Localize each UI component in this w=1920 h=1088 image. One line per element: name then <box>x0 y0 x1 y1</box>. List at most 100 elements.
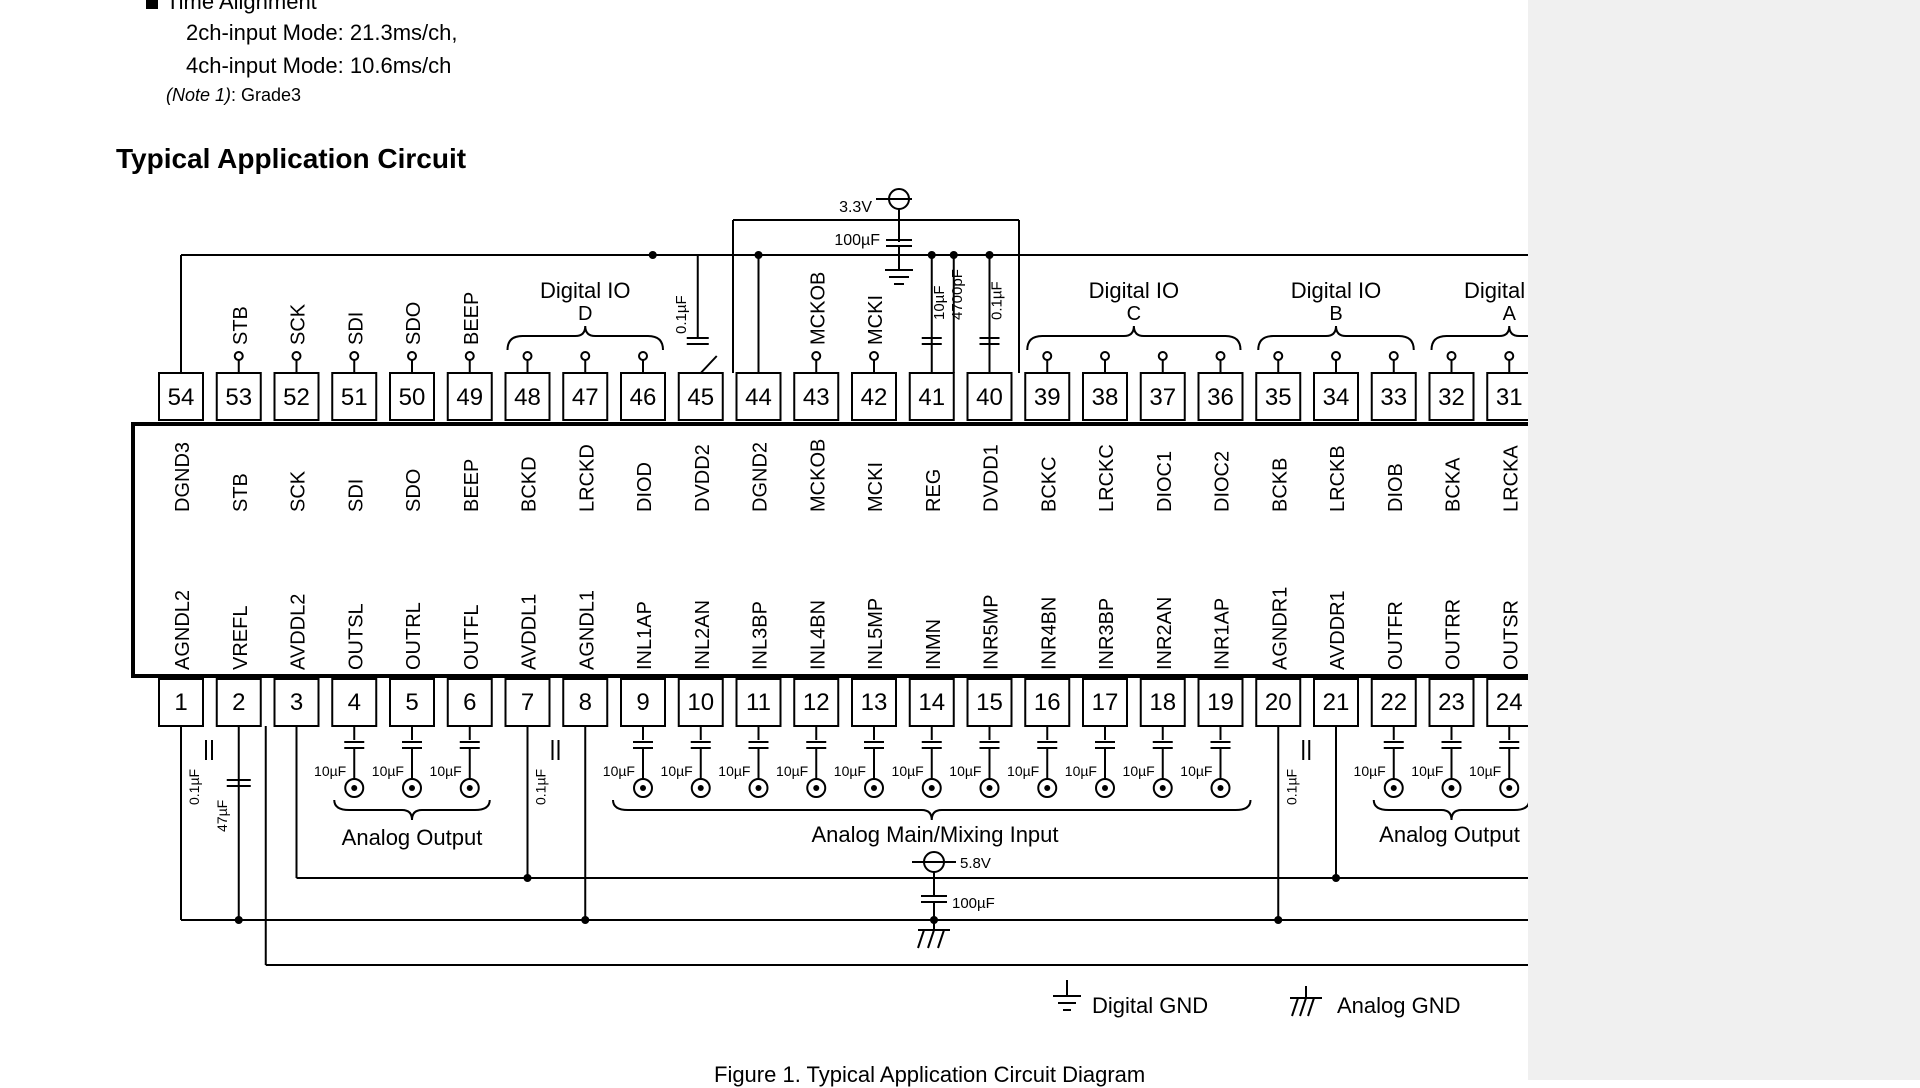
top-pin-number: 40 <box>976 384 1003 411</box>
signal-terminal <box>1331 351 1341 361</box>
top-pin-name: LRCKC <box>1096 444 1118 512</box>
section-title: Time Alignment <box>166 0 317 14</box>
cap-47uF-left-label: 47µF <box>214 800 230 832</box>
analog-input-brace <box>612 799 1252 821</box>
bottom-pin-number: 24 <box>1496 689 1523 716</box>
group-brace <box>1257 325 1415 351</box>
bottom-pin-name: OUTFL <box>461 604 483 670</box>
top-pin-box <box>1486 372 1528 421</box>
digital-io-title: Digital IO <box>1464 278 1528 303</box>
junction-dot <box>1274 916 1283 924</box>
top-pin-number: 49 <box>456 384 483 411</box>
top-pin-name: LRCKA <box>1500 445 1522 512</box>
group-brace <box>1026 325 1242 351</box>
pin-external-label: SDO <box>403 302 425 345</box>
cap-10uF-label: 10µF <box>949 763 981 779</box>
top-pin-number: 42 <box>861 384 888 411</box>
legend-analog-icon <box>1307 997 1315 1017</box>
bottom-pin-name: INL4BN <box>807 600 829 670</box>
signal-terminal <box>464 351 475 361</box>
bottom-pin-name: AVDDL1 <box>519 594 541 670</box>
bottom-pin-box <box>562 678 609 727</box>
jack-center <box>409 785 415 791</box>
junction-dot <box>234 916 243 924</box>
junction-dot <box>581 916 590 924</box>
top-pin-number: 35 <box>1265 384 1292 411</box>
cap-10uF-label: 10µF <box>661 763 693 779</box>
top-pin-box <box>1139 372 1186 421</box>
analog-ground-symbol <box>917 929 925 949</box>
bottom-pin-name: AGNDL2 <box>172 590 194 670</box>
top-pin-name: DGND2 <box>750 442 772 512</box>
top-pin-number: 52 <box>283 384 310 411</box>
signal-terminal <box>869 351 879 361</box>
top-pin-box <box>1370 372 1417 421</box>
top-pin-name: LRCKD <box>576 444 598 512</box>
top-pin-name: BCKA <box>1443 457 1465 512</box>
bottom-pin-name: OUTRL <box>403 602 425 670</box>
cap-10uF-label: 10µF <box>314 763 346 779</box>
bottom-pin-number: 3 <box>290 689 303 716</box>
legend-analog-icon <box>1299 997 1307 1017</box>
pin-external-label: MCKI <box>865 295 887 345</box>
signal-terminal <box>1157 351 1168 361</box>
top-pin-box <box>1197 372 1244 421</box>
bottom-pin-box <box>215 678 262 727</box>
cap-10uF-label: 10µF <box>372 763 404 779</box>
signal-terminal <box>1388 351 1399 361</box>
bottom-pin-number: 7 <box>521 689 534 716</box>
bottom-pin-name: INL5MP <box>865 598 887 670</box>
top-pin-number: 51 <box>341 384 368 411</box>
top-pin-name: REG <box>923 469 945 512</box>
top-pin-number: 43 <box>803 384 830 411</box>
pin45-wire <box>700 355 718 374</box>
jack-center <box>813 785 820 791</box>
analog-output-left-label: Analog Output <box>342 825 483 850</box>
jack-center <box>1448 785 1455 791</box>
top-pin-box <box>851 372 897 421</box>
analog-ground-symbol <box>937 929 945 949</box>
signal-terminal <box>1100 351 1110 361</box>
bottom-pin-box <box>793 678 840 727</box>
signal-terminal <box>1215 351 1226 361</box>
group-brace <box>1430 325 1528 351</box>
bottom-pin-name: OUTSR <box>1500 600 1522 670</box>
digital-io-title: Digital IO <box>1089 278 1179 303</box>
bottom-pin-name: INR1AP <box>1212 598 1234 670</box>
junction-dot <box>949 251 958 259</box>
top-pin-number: 39 <box>1034 384 1061 411</box>
bottom-pin-name: OUTRR <box>1443 599 1465 670</box>
bottom-pin-number: 4 <box>348 689 361 716</box>
bottom-pin-name: INR5MP <box>981 594 1003 670</box>
top-pin-box <box>273 372 320 421</box>
top-pin-number: 48 <box>514 384 541 411</box>
pin-external-label: STB <box>230 306 252 345</box>
analog-output-right-brace <box>1372 799 1528 821</box>
figure-caption: Figure 1. Typical Application Circuit Di… <box>714 1062 1146 1087</box>
application-circuit-diagram: 54DGND353STBSTB52SCKSCK51SDISDI50SDOSDO4… <box>131 188 1528 1018</box>
bottom-pin-box <box>504 678 551 727</box>
bottom-pin-name: INR2AN <box>1154 597 1176 670</box>
top-pin-box <box>1428 372 1475 421</box>
top-pin-name: DIOC2 <box>1212 451 1234 512</box>
bottom-pin-box <box>1370 678 1417 727</box>
top-pin-name: SDI <box>345 479 367 512</box>
jack-center <box>928 785 935 791</box>
top-pin-name: DVDD1 <box>981 444 1003 512</box>
note-label: (Note 1) <box>166 85 232 105</box>
bottom-pin-name: INL1AP <box>634 601 656 670</box>
bottom-pin-number: 21 <box>1323 689 1350 716</box>
bottom-pin-number: 11 <box>746 689 771 716</box>
top-pin-number: 36 <box>1207 384 1234 411</box>
top-pin-box <box>331 372 378 421</box>
section-heading-cutoff: Time Alignment <box>146 0 317 15</box>
top-pin-number: 32 <box>1438 384 1465 411</box>
top-pin-name: MCKI <box>865 462 887 512</box>
bottom-pin-number: 2 <box>232 689 245 716</box>
cap-0u1-label: 0.1µF <box>533 769 549 805</box>
junction-dot <box>648 251 657 259</box>
top-pin-name: DGND3 <box>172 442 194 512</box>
bottom-pin-box <box>1486 678 1528 727</box>
jack-center <box>1159 785 1166 791</box>
cap-10uF-label: 10µF <box>718 763 750 779</box>
